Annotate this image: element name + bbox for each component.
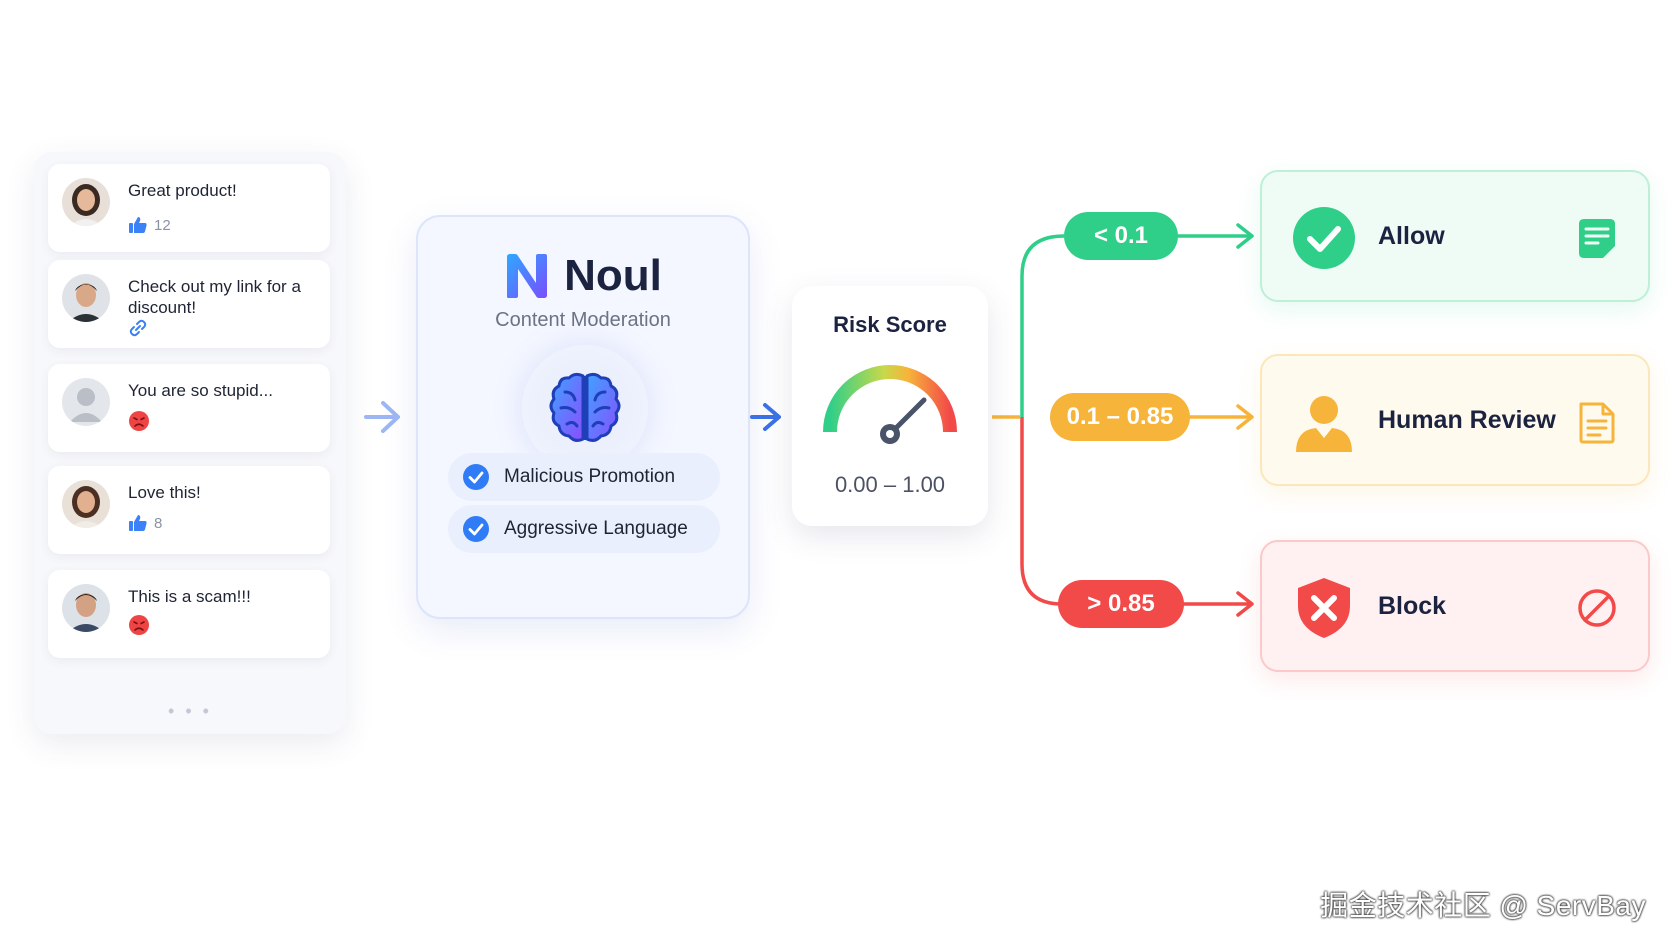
moderation-engine-card: Noul Content Moderation Malicious Promot…	[416, 215, 750, 619]
check-label: Aggressive Language	[504, 518, 688, 539]
like-count: 12	[154, 216, 171, 234]
avatar	[62, 274, 110, 322]
comment-text: You are so stupid...	[128, 381, 273, 400]
threshold-pill-high: > 0.85	[1058, 580, 1184, 628]
comment-card[interactable]: Great product! 12	[48, 164, 330, 252]
arrow-icon	[750, 403, 781, 431]
angry-face-icon	[129, 411, 149, 431]
outcome-label: Block	[1378, 591, 1447, 620]
more-indicator[interactable]: • • •	[168, 701, 212, 721]
thumbs-up-icon	[129, 515, 147, 531]
engine-name: Noul	[564, 251, 662, 300]
check-aggressive-language: Aggressive Language	[448, 505, 720, 553]
comment-feed: Great product! 12 Check out my link for …	[34, 152, 346, 734]
outcome-label: Allow	[1378, 221, 1445, 250]
check-label: Malicious Promotion	[504, 466, 676, 487]
threshold-pill-medium: 0.1 – 0.85	[1050, 393, 1190, 441]
engine-subtitle: Content Moderation	[495, 309, 671, 331]
check-malicious-promotion: Malicious Promotion	[448, 453, 720, 501]
risk-score-range: 0.00 – 1.00	[834, 472, 946, 497]
threshold-pill-low: < 0.1	[1064, 212, 1178, 260]
outcome-label: Human Review	[1378, 405, 1556, 434]
outcome-block-card: Block	[1260, 540, 1650, 672]
brain-icon	[549, 372, 621, 442]
comment-card[interactable]: You are so stupid...	[48, 364, 330, 452]
document-icon	[1579, 219, 1615, 258]
outcome-allow-card: Allow	[1260, 170, 1650, 302]
thumbs-up-icon	[129, 217, 147, 233]
comment-card[interactable]: Love this! 8	[48, 466, 330, 554]
angry-face-icon	[129, 615, 149, 635]
comment-card[interactable]: Check out my link for a discount!	[48, 260, 330, 348]
brain-badge	[522, 345, 648, 471]
comment-text: Love this!	[128, 483, 201, 502]
comment-text: Check out my link for a discount!	[128, 277, 301, 317]
gauge-icon	[823, 365, 957, 444]
watermark: 掘金技术社区 @ ServBay	[1320, 890, 1646, 921]
arrow-icon	[1188, 404, 1254, 430]
avatar	[62, 480, 110, 528]
noul-logo-icon	[507, 254, 548, 298]
risk-score-card: Risk Score 0.00 – 1.00	[792, 286, 988, 526]
comment-card[interactable]: This is a scam!!!	[48, 570, 330, 658]
person-icon	[1296, 396, 1352, 452]
link-icon	[129, 319, 147, 337]
avatar	[62, 378, 110, 426]
prohibited-icon	[1578, 589, 1616, 627]
risk-score-title: Risk Score	[833, 312, 947, 337]
arrow-icon	[364, 401, 400, 433]
comment-text: Great product!	[128, 181, 237, 200]
shield-x-icon	[1298, 578, 1350, 638]
outcome-human-review-card: Human Review	[1260, 354, 1650, 486]
like-count: 8	[154, 514, 163, 532]
document-icon	[1579, 402, 1615, 444]
arrow-icon	[1182, 591, 1254, 617]
avatar	[62, 584, 110, 632]
avatar	[62, 178, 110, 226]
check-circle-icon	[463, 464, 489, 490]
arrow-icon	[1176, 223, 1254, 249]
comment-text: This is a scam!!!	[128, 587, 251, 606]
check-circle-icon	[1293, 207, 1355, 269]
check-circle-icon	[463, 516, 489, 542]
